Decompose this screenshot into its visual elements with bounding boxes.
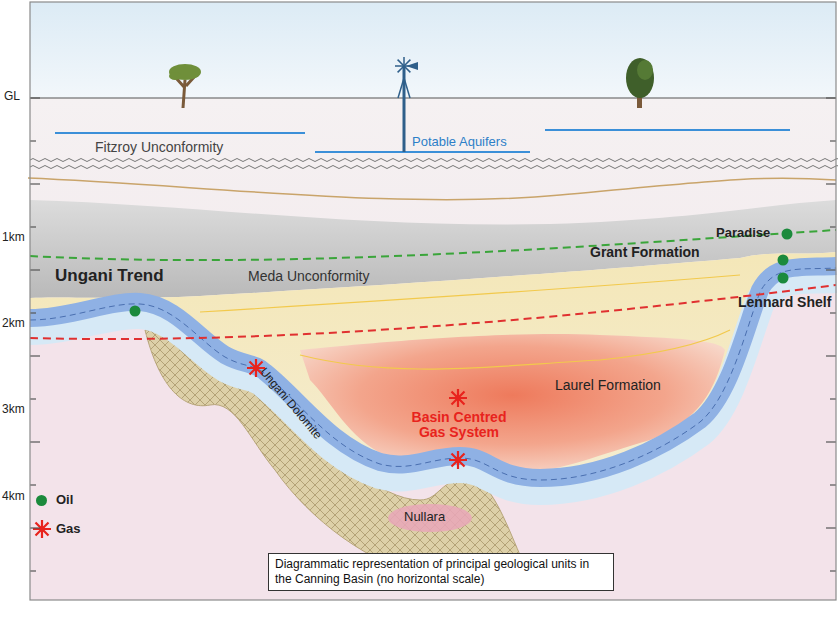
- aquifer-label: Potable Aquifers: [412, 135, 507, 150]
- tick: [830, 140, 836, 141]
- tick: [30, 355, 40, 356]
- ground: [30, 98, 836, 600]
- tree-right: [626, 58, 654, 108]
- depth-ticks: [30, 98, 836, 571]
- lower-strata: [30, 266, 836, 600]
- tick: [30, 140, 36, 141]
- tree-left: [169, 64, 201, 108]
- tick: [826, 441, 836, 442]
- svg-part: [782, 229, 793, 240]
- depth-label: 4km: [2, 490, 25, 504]
- aquifer-line: [55, 132, 305, 134]
- svg-part: [637, 60, 653, 80]
- laurel-band: [30, 252, 836, 600]
- tick: [30, 441, 40, 442]
- legend-swatch: [36, 495, 47, 506]
- ground-level: [30, 97, 836, 98]
- fan-blade: [398, 60, 404, 66]
- aquifer-line: [315, 151, 530, 153]
- depth-label: 1km: [2, 231, 25, 245]
- tick: [30, 570, 36, 571]
- svg-part: [449, 451, 467, 469]
- unconformity-waves: [30, 159, 838, 169]
- tick: [30, 484, 36, 485]
- svg-part: [169, 64, 201, 80]
- formation-label: Grant Formation: [590, 244, 700, 260]
- aquifer-line: [545, 129, 790, 131]
- svg-part: [404, 78, 410, 98]
- svg-part: [176, 76, 195, 108]
- gas-markers: [33, 359, 467, 538]
- svg-part: [778, 255, 789, 266]
- tick: [30, 269, 40, 270]
- unconformity-label: Fitzroy Unconformity: [95, 139, 223, 155]
- tick: [30, 398, 36, 399]
- caption-box: Diagrammatic representation of principal…: [268, 553, 614, 591]
- svg-part: [406, 62, 418, 70]
- svg-part: [33, 520, 51, 538]
- wavy-line: [30, 159, 838, 162]
- tick: [826, 183, 836, 184]
- svg-part: [626, 58, 654, 98]
- tick: [30, 226, 36, 227]
- svg-part: [398, 78, 404, 98]
- tick: [830, 570, 836, 571]
- gas-system-label: Basin Centred Gas System: [398, 410, 520, 441]
- tick: [826, 269, 836, 270]
- depth-label: 3km: [2, 403, 25, 417]
- svg-part: [130, 306, 141, 317]
- svg-part: [778, 273, 789, 284]
- wavy-line: [30, 166, 838, 169]
- unconformity-label: Meda Unconformity: [248, 268, 369, 284]
- red-dashed-line: [30, 285, 836, 339]
- field-label: Paradise: [716, 226, 770, 241]
- shelf-label: Lennard Shelf: [738, 294, 831, 310]
- nullara-label: Nullara: [404, 510, 445, 525]
- tick: [830, 312, 836, 313]
- svg-part: [169, 72, 181, 80]
- legend-text: Oil: [56, 493, 73, 508]
- tick: [30, 97, 40, 98]
- dolomite-band: [30, 266, 836, 478]
- sky: [30, 2, 836, 98]
- tick: [830, 484, 836, 485]
- ground-level-label: GL: [4, 90, 20, 104]
- tan-horizon: [28, 178, 836, 200]
- svg-part: [449, 389, 467, 407]
- tick: [830, 226, 836, 227]
- yellow-horizon: [300, 330, 730, 369]
- dolomite-dash: [30, 268, 836, 480]
- nullara-body: [388, 504, 472, 532]
- tick: [30, 312, 36, 313]
- tick: [30, 527, 40, 528]
- formation-label: Laurel Formation: [555, 377, 661, 393]
- meda-line: [30, 230, 836, 260]
- oil-markers: [130, 229, 793, 317]
- tick: [30, 183, 40, 184]
- tick: [826, 527, 836, 528]
- depth-label: 2km: [2, 317, 25, 331]
- trend-label: Ungani Trend: [55, 266, 164, 286]
- legend-text: Gas: [56, 522, 81, 537]
- caption-text: Diagrammatic representation of principal…: [275, 557, 607, 587]
- frame: [30, 2, 836, 600]
- tick: [830, 398, 836, 399]
- fan-blade: [398, 66, 404, 72]
- tick: [826, 355, 836, 356]
- tick: [826, 97, 836, 98]
